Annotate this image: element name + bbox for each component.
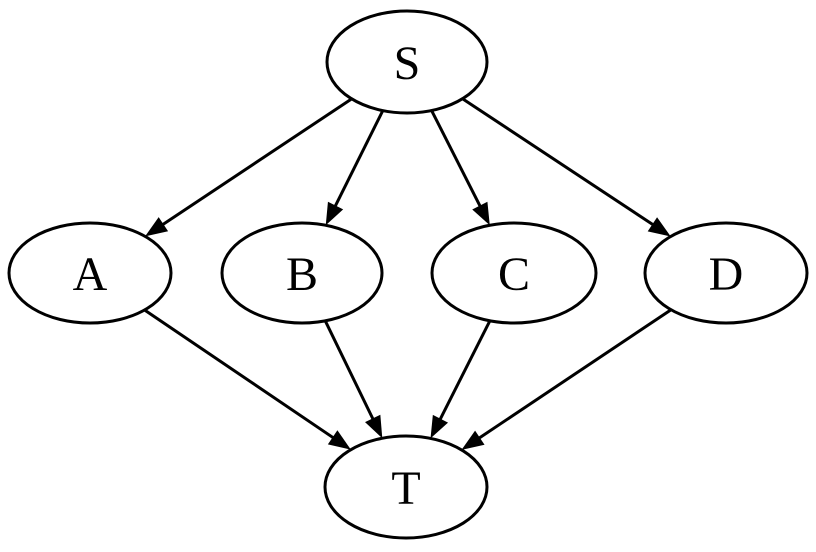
- node-C-label: C: [498, 248, 530, 301]
- node-D-shape: [643, 221, 809, 325]
- edge-S-B-line: [333, 109, 385, 209]
- edge-C-T-arrowhead: [430, 414, 449, 439]
- node-T-shape: [323, 434, 489, 540]
- edge-B-T: [323, 320, 383, 439]
- node-T: T: [323, 434, 489, 540]
- edge-S-C-arrowhead: [472, 201, 490, 226]
- edge-S-A: [145, 97, 353, 237]
- edge-C-T: [430, 320, 492, 439]
- node-C: C: [430, 221, 598, 325]
- node-D-label: D: [709, 248, 744, 301]
- edge-A-T-arrowhead: [327, 430, 351, 450]
- edge-A-T: [143, 308, 351, 450]
- edge-S-C-line: [430, 109, 483, 209]
- node-T-label: T: [391, 462, 420, 515]
- edge-S-B: [325, 109, 385, 226]
- edge-A-T-line: [143, 308, 336, 440]
- edge-D-T: [461, 308, 672, 450]
- edge-B-T-arrowhead: [365, 414, 383, 439]
- node-B-label: B: [286, 248, 318, 301]
- node-B-shape: [220, 221, 384, 325]
- node-A-label: A: [73, 248, 108, 301]
- edge-C-T-line: [438, 320, 492, 422]
- edge-S-D-line: [461, 97, 655, 227]
- edge-S-D-arrowhead: [647, 217, 671, 237]
- edge-S-D: [461, 97, 671, 237]
- edge-S-B-arrowhead: [325, 201, 344, 226]
- node-S-shape: [325, 9, 489, 115]
- edge-S-A-arrowhead: [145, 217, 169, 237]
- edge-B-T-line: [323, 320, 375, 421]
- edge-S-C: [430, 109, 490, 226]
- node-C-shape: [430, 221, 598, 325]
- node-A-shape: [7, 221, 173, 325]
- edge-D-T-line: [477, 308, 672, 440]
- node-S-label: S: [394, 37, 421, 90]
- node-A: A: [7, 221, 173, 325]
- node-D: D: [643, 221, 809, 325]
- edge-S-A-line: [160, 97, 353, 227]
- node-S: S: [325, 9, 489, 115]
- node-B: B: [220, 221, 384, 325]
- edge-D-T-arrowhead: [461, 430, 485, 450]
